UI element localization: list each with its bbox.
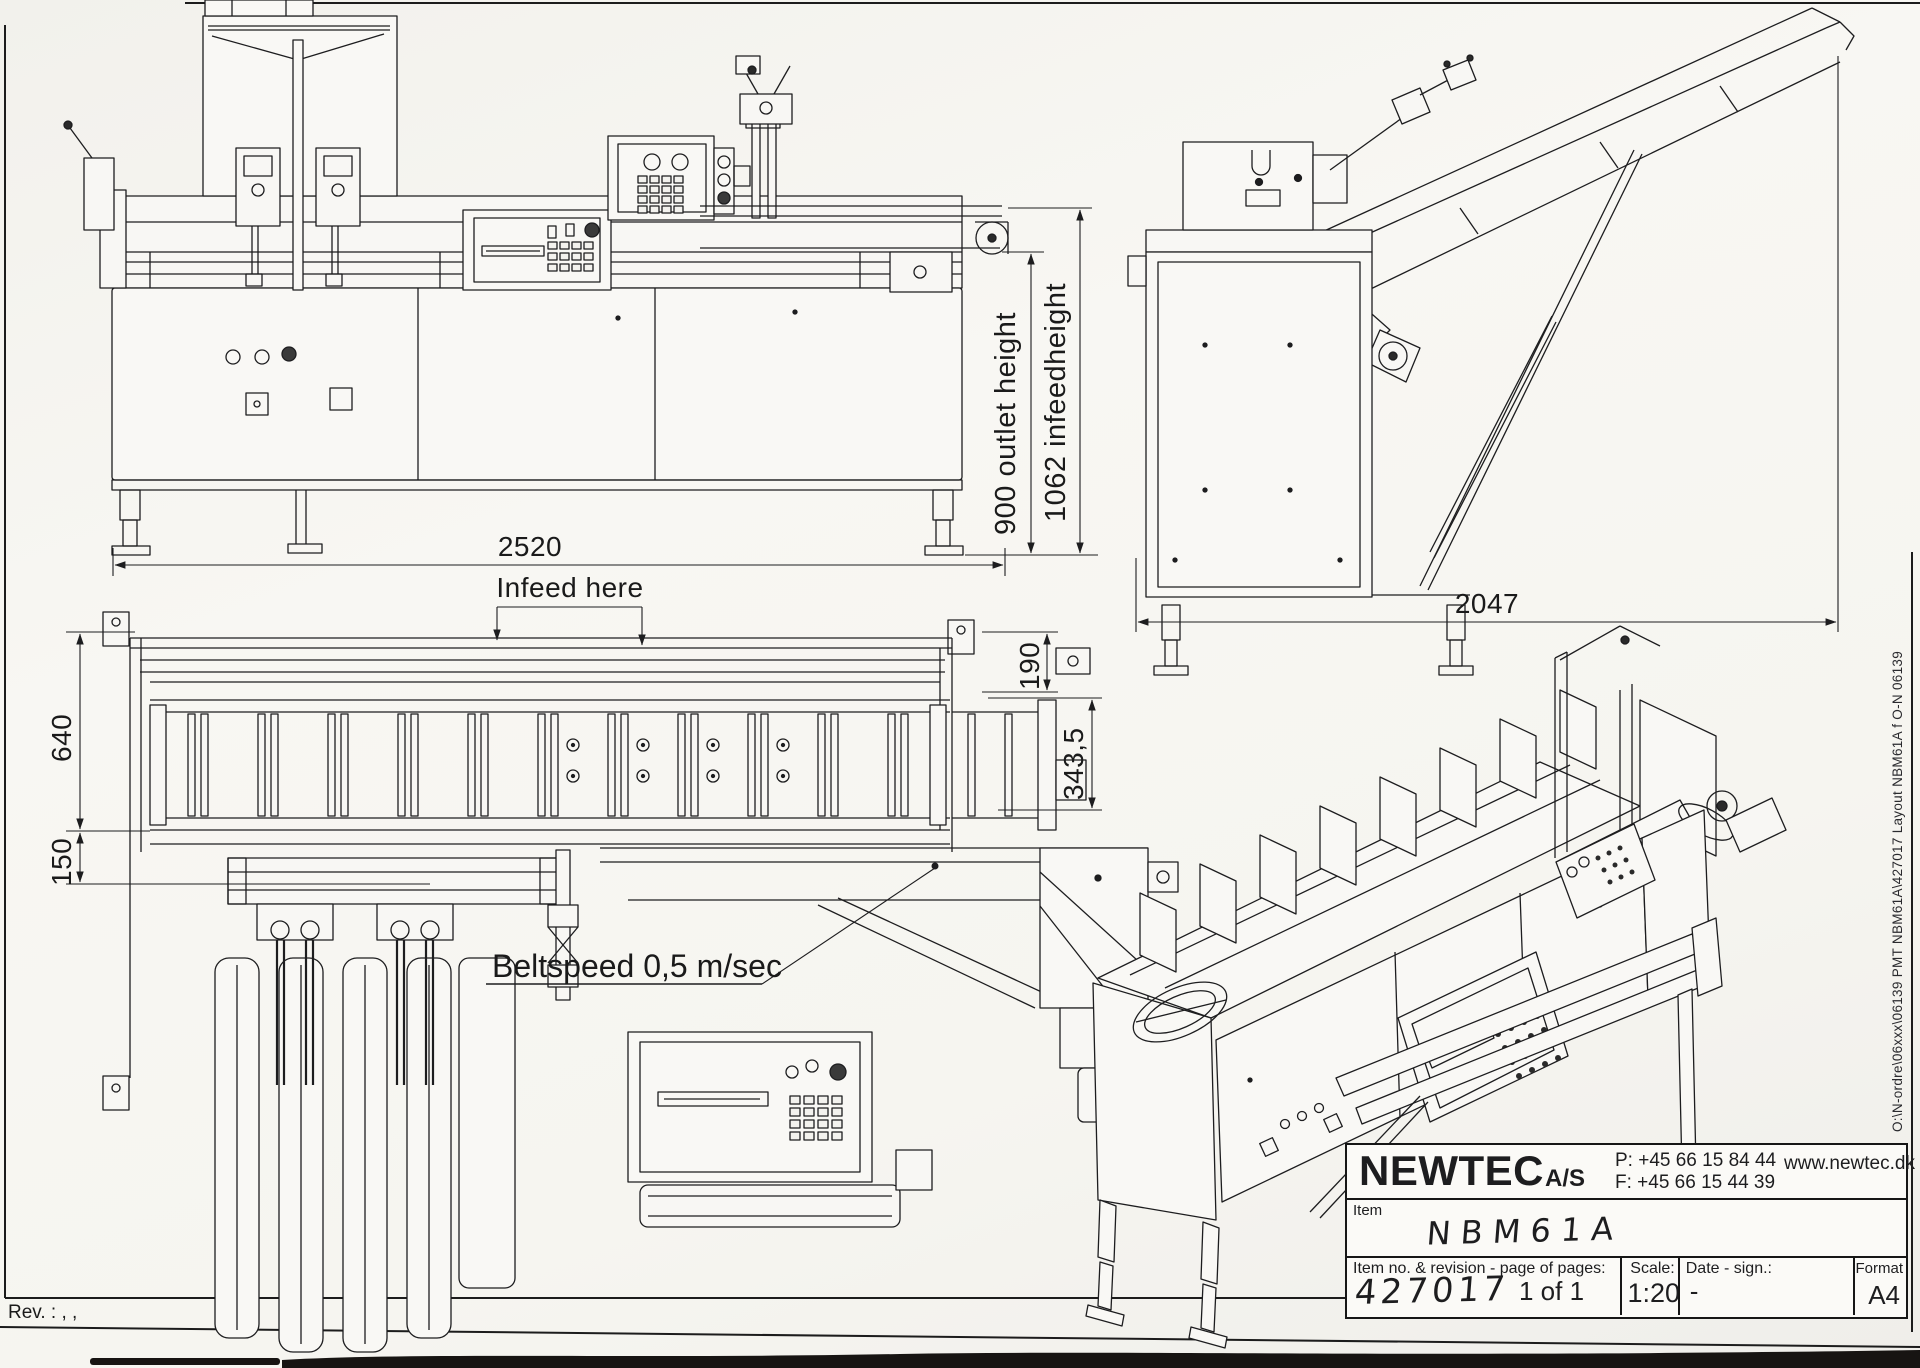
revision-note: Rev. : , ,	[8, 1302, 78, 1323]
item-no-label: Item no. & revision - page of pages:	[1353, 1260, 1606, 1277]
title-block-header-row: NEWTEC A/S P: +45 66 15 84 44 F: +45 66 …	[1347, 1145, 1915, 1200]
scan-artifact	[90, 1350, 1920, 1368]
scale-label: Scale:	[1630, 1260, 1675, 1277]
date-sign-value: -	[1689, 1276, 1699, 1306]
phone-number: P: +45 66 15 84 44	[1615, 1150, 1777, 1171]
plan-view	[102, 611, 1179, 1353]
dim-overall-length: 2520	[497, 531, 563, 562]
dim-magazine-offset: 150	[46, 837, 77, 886]
file-path-note: O:\N-ordre\06xxx\06139 PMT NBM61A\427017…	[1890, 650, 1905, 1132]
dim-magazine-length: 640	[46, 713, 77, 762]
date-sign-label: Date - sign.:	[1685, 1260, 1772, 1277]
dim-outfeed-width: 343,5	[1058, 727, 1089, 800]
dim-belt-width: 190	[1014, 641, 1045, 690]
title-block-item-row: Item NBM61A	[1347, 1200, 1906, 1258]
scale-value: 1:20	[1627, 1278, 1681, 1308]
beltspeed-note: Beltspeed 0,5 m/sec	[492, 948, 782, 984]
company-logo: NEWTEC	[1359, 1147, 1544, 1194]
item-value: NBM61A	[1425, 1209, 1625, 1253]
item-no-value: 427017	[1353, 1268, 1511, 1314]
isometric-view	[1085, 625, 1787, 1349]
infeed-here-label: Infeed here	[496, 572, 644, 603]
dimension-lines	[66, 56, 1839, 985]
item-label: Item	[1353, 1202, 1383, 1219]
title-block-bottom-row: Item no. & revision - page of pages: 427…	[1347, 1258, 1906, 1315]
dim-overall-depth: 2047	[1454, 588, 1520, 619]
format-label: Format	[1855, 1260, 1903, 1277]
format-value: A4	[1868, 1280, 1900, 1310]
pages-value: 1 of 1	[1519, 1276, 1585, 1306]
company-suffix: A/S	[1545, 1165, 1586, 1192]
website: www.newtec.dk	[1784, 1153, 1915, 1174]
dim-outlet-height: 900 outlet height	[990, 312, 1022, 535]
title-block: NEWTEC A/S P: +45 66 15 84 44 F: +45 66 …	[1345, 1143, 1915, 1319]
end-elevation-view	[1127, 7, 1855, 676]
fax-number: F: +45 66 15 44 39	[1615, 1172, 1776, 1193]
dim-infeed-height: 1062 infeedheight	[1040, 282, 1072, 522]
front-elevation-view	[63, 0, 1009, 556]
